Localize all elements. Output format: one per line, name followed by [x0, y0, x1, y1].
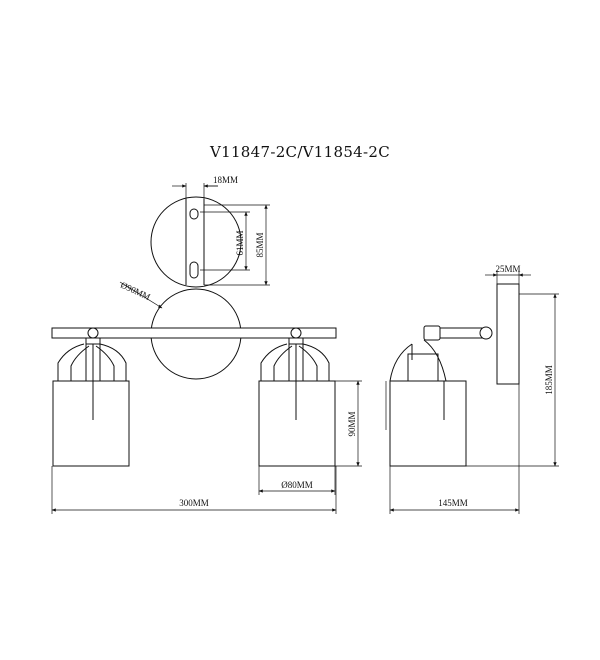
right-lamp	[258, 327, 336, 467]
mounting-hole-top	[189, 208, 199, 220]
hole-spacing-label: 61MM	[235, 230, 245, 255]
plate-diameter-label: Ø90MM	[119, 280, 152, 302]
front-view: Ø90MM	[51, 280, 362, 514]
base-depth-label: 25MM	[495, 264, 520, 274]
wall-plate-detail: 18MM 61MM 85MM	[150, 175, 270, 288]
model-title: V11847-2C/V11854-2C	[209, 143, 390, 161]
side-shade	[389, 380, 467, 467]
mounting-hole-bottom	[189, 261, 199, 279]
shade-height-label: 90MM	[347, 411, 357, 436]
bracket-width-label: 18MM	[213, 175, 238, 185]
overall-height-label: 185MM	[544, 365, 554, 395]
left-lamp	[52, 327, 130, 467]
plate-height-label: 85MM	[255, 232, 265, 257]
arm-bar	[51, 327, 337, 339]
wall-plate-circle	[150, 196, 242, 288]
wall-base	[496, 283, 520, 385]
shade-diameter-label: Ø80MM	[281, 480, 313, 490]
projection-label: 145MM	[438, 498, 468, 508]
left-shade	[52, 380, 130, 467]
side-arm	[439, 327, 483, 339]
right-shade	[258, 380, 336, 467]
side-view: 25MM 185MM 145MM	[385, 264, 559, 514]
overall-width-label: 300MM	[179, 498, 209, 508]
